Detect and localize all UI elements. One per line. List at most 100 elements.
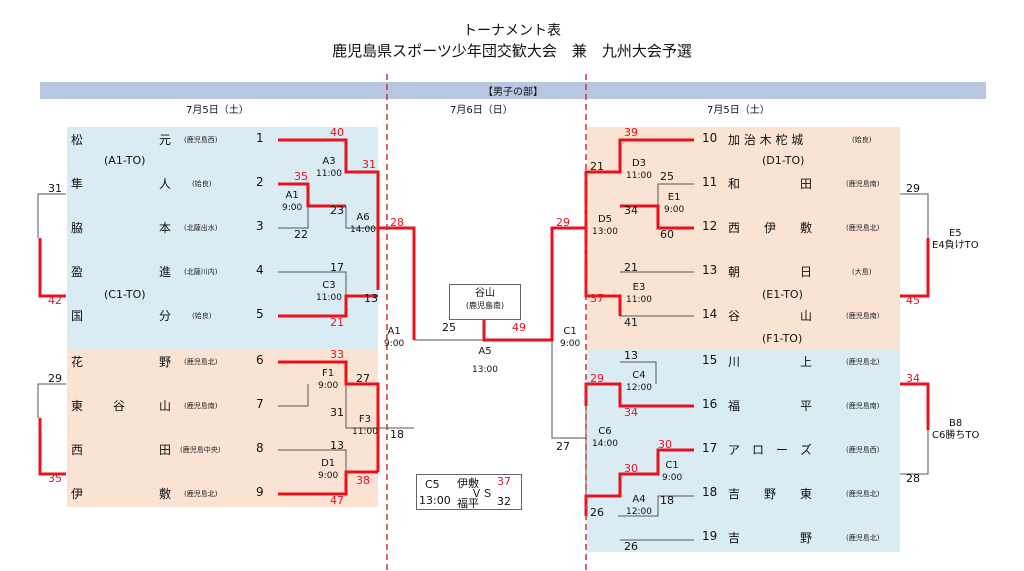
score-label: 30	[624, 462, 638, 475]
venue-region: (鹿児島南)	[465, 301, 505, 310]
score-label: 35	[48, 472, 62, 485]
score-label: 34	[624, 204, 638, 217]
team-seed: 16	[702, 397, 718, 411]
score-label: 27	[356, 372, 370, 385]
team-region: (鹿児島西)	[846, 446, 880, 454]
team-name-char: 花	[70, 355, 83, 369]
score-label: 13	[624, 349, 638, 362]
team-region: (鹿児島南)	[184, 402, 218, 410]
title-line2: 鹿児島県スポーツ少年団交歓大会 兼 九州大会予選	[332, 42, 692, 60]
bg-right-orange	[587, 127, 900, 349]
team-seed: 18	[702, 485, 718, 499]
team-region: (姶良)	[192, 312, 212, 320]
division-label: 【男子の部】	[483, 87, 543, 98]
team-name-char: 西	[70, 443, 83, 457]
team-region: (姶良)	[192, 180, 212, 188]
team-seed: 4	[256, 263, 264, 277]
venue-name: 谷山	[475, 288, 495, 299]
score-label: 23	[330, 204, 344, 217]
team-region: (鹿児島南)	[846, 312, 880, 320]
score-label: 42	[48, 294, 62, 307]
team-region: (北薩川内)	[184, 268, 218, 276]
score-label: 18	[660, 494, 674, 507]
team-region: (鹿児島北)	[846, 358, 880, 366]
score-label: 33	[330, 348, 344, 361]
score-label: 34	[624, 406, 638, 419]
group-label-f1: (F1-TO)	[762, 332, 803, 345]
title-line1: トーナメント表	[463, 23, 561, 39]
team-name-char: 谷	[112, 399, 125, 413]
score-label: 31	[362, 158, 376, 171]
score-label: 28	[390, 216, 404, 229]
team-name-char: 松	[70, 133, 83, 147]
score-label: 45	[906, 294, 920, 307]
score-label: 21	[590, 160, 604, 173]
team-seed: 15	[702, 353, 718, 367]
c5-time: 13:00	[419, 494, 451, 507]
team-seed: 5	[256, 307, 264, 321]
score-label: 39	[624, 126, 638, 139]
team-region: (鹿児島北)	[184, 490, 218, 498]
c5-id: C5	[425, 478, 440, 491]
score-label: 40	[330, 126, 344, 139]
team-name: 和 田	[728, 177, 813, 191]
team-region: (大島)	[852, 268, 872, 276]
c5-match-box: C5 13:00 伊敷 37 ＶＳ 福平 32	[416, 474, 522, 510]
team-name: 谷 山	[728, 309, 813, 323]
team-name-char: 進	[158, 265, 171, 279]
team-seed: 8	[256, 441, 264, 455]
team-name: ア ロ ー ズ	[728, 443, 813, 457]
team-name: 福 平	[728, 399, 813, 413]
team-seed: 7	[256, 397, 264, 411]
team-name-char: 山	[158, 399, 171, 413]
team-seed: 17	[702, 441, 718, 455]
date-center: 7月6日（日）	[450, 105, 513, 116]
c5-vs: ＶＳ	[471, 487, 493, 500]
team-region: (姶良)	[852, 136, 872, 144]
score-label: 30	[658, 438, 672, 451]
score-label: 29	[590, 372, 604, 385]
score-label: 13	[330, 439, 344, 452]
c5-team1: 伊敷	[457, 477, 479, 490]
team-name-char: 敷	[158, 487, 171, 501]
team-name: 吉 野 東	[728, 487, 813, 501]
c5-score2: 32	[497, 495, 511, 508]
score-label: 29	[556, 216, 570, 229]
team-region: (鹿児島北)	[846, 490, 880, 498]
score-label: 28	[906, 472, 920, 485]
score-label: 21	[330, 316, 344, 329]
team-seed: 12	[702, 219, 718, 233]
team-seed: 6	[256, 353, 264, 367]
group-label-a1: (A1-TO)	[104, 154, 146, 167]
score-label: 25	[660, 170, 674, 183]
score-label: 26	[624, 540, 638, 553]
score-label: 29	[906, 182, 920, 195]
team-name-char: 本	[158, 221, 171, 235]
division-header: 【男子の部】	[40, 82, 986, 99]
team-region: (鹿児島中央)	[180, 446, 221, 454]
team-seed: 11	[702, 175, 718, 189]
score-label: 38	[356, 474, 370, 487]
team-region: (鹿児島南)	[846, 402, 880, 410]
score-label: 25	[442, 321, 456, 334]
team-seed: 2	[256, 175, 264, 189]
group-label-d1: (D1-TO)	[762, 154, 805, 167]
team-name-char: 盈	[70, 265, 83, 279]
group-label-e1: (E1-TO)	[762, 288, 803, 301]
team-region: (鹿児島北)	[846, 534, 880, 542]
